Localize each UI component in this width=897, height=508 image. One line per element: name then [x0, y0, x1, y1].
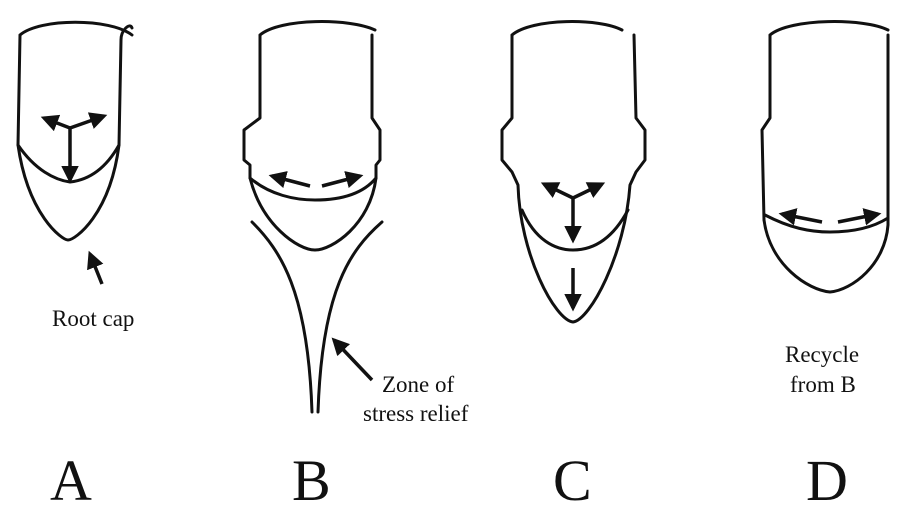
- panel-c: C: [502, 22, 645, 508]
- panel-b-root-outline: [244, 22, 380, 250]
- recycle-label-line1: Recycle: [785, 342, 859, 367]
- panel-d-growth-arrows: [782, 214, 878, 222]
- panel-a-root-outline: [18, 22, 132, 240]
- panel-a: Root cap A: [18, 22, 134, 508]
- zone-label-line1: Zone of: [382, 372, 455, 397]
- panel-b-cap-boundary: [250, 178, 376, 200]
- panel-d: Recycle from B D: [762, 22, 888, 508]
- panel-b: Zone of stress relief B: [244, 22, 469, 508]
- panel-b-growth-arrows: [272, 176, 360, 186]
- recycle-label-line2: from B: [790, 372, 856, 397]
- panel-d-root-outline: [762, 22, 888, 292]
- zone-label-line2: stress relief: [363, 401, 469, 426]
- root-cap-pointer: [90, 254, 102, 284]
- root-cap-label: Root cap: [52, 306, 134, 331]
- panel-letter-d: D: [806, 448, 848, 508]
- panel-letter-b: B: [292, 448, 331, 508]
- panel-letter-a: A: [50, 448, 92, 508]
- panel-c-cap-boundary: [522, 210, 628, 250]
- panel-letter-c: C: [553, 448, 592, 508]
- panel-d-cap-boundary: [765, 215, 888, 232]
- zone-pointer: [334, 340, 372, 380]
- panel-a-growth-arrows: [44, 116, 104, 180]
